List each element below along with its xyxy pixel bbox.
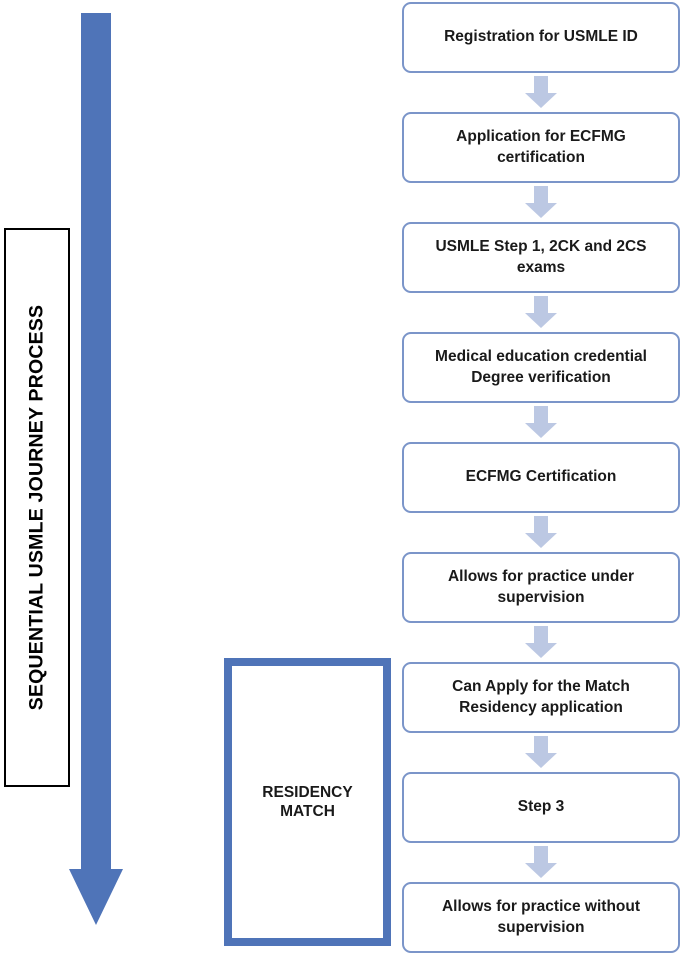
big-down-arrow-svg xyxy=(69,13,123,925)
connector-arrow-6 xyxy=(402,623,680,662)
down-arrow-icon xyxy=(525,736,557,768)
down-arrow-icon xyxy=(525,626,557,658)
down-arrow-icon xyxy=(525,296,557,328)
residency-match-box: RESIDENCY MATCH xyxy=(224,658,391,946)
down-arrow-icon xyxy=(525,186,557,218)
process-box-label: Registration for USMLE ID xyxy=(444,28,638,46)
process-box-label: Application for ECFMG certification xyxy=(456,128,626,166)
process-box-label: Allows for practice without supervision xyxy=(441,898,641,936)
process-box-label: ECFMG Certification xyxy=(465,468,617,486)
process-box-application-for-ecfmg-certification[interactable]: Application for ECFMG certification xyxy=(402,112,680,183)
process-box-registration-for-usmle-id[interactable]: Registration for USMLE ID xyxy=(402,2,680,73)
process-box-step-3[interactable]: Step 3 xyxy=(402,772,680,843)
connector-arrow-7 xyxy=(402,733,680,772)
flow-step-6: Allows for practice under supervision xyxy=(402,552,680,623)
down-arrow-icon xyxy=(525,76,557,108)
flow-step-2: Application for ECFMG certification xyxy=(402,112,680,183)
connector-arrow-4 xyxy=(402,403,680,442)
connector-arrow-8 xyxy=(402,843,680,882)
sequential-process-label-text: SEQUENTIAL USMLE JOURNEY PROCESS xyxy=(25,304,48,711)
residency-match-label: RESIDENCY MATCH xyxy=(262,783,352,822)
connector-arrow-2 xyxy=(402,183,680,222)
down-arrow-icon xyxy=(525,406,557,438)
process-direction-arrow-icon xyxy=(68,13,124,927)
process-box-usmle-step-1-2ck-2cs-exams[interactable]: USMLE Step 1, 2CK and 2CS exams xyxy=(402,222,680,293)
process-box-label: Medical education credential Degree veri… xyxy=(435,348,647,386)
connector-arrow-3 xyxy=(402,293,680,332)
process-box-can-apply-for-the-match-residency-application[interactable]: Can Apply for the Match Residency applic… xyxy=(402,662,680,733)
flow-step-8: Step 3 xyxy=(402,772,680,843)
process-box-label: Allows for practice under supervision xyxy=(447,568,635,606)
usmle-process-flow: Registration for USMLE ID Application fo… xyxy=(402,2,680,953)
flow-step-1: Registration for USMLE ID xyxy=(402,2,680,73)
down-arrow-icon xyxy=(525,516,557,548)
residency-match-line-2: MATCH xyxy=(280,803,335,820)
flow-step-4: Medical education credential Degree veri… xyxy=(402,332,680,403)
sequential-process-label-box: SEQUENTIAL USMLE JOURNEY PROCESS xyxy=(4,228,70,787)
process-box-medical-education-credential-degree-verification[interactable]: Medical education credential Degree veri… xyxy=(402,332,680,403)
flow-step-7: Can Apply for the Match Residency applic… xyxy=(402,662,680,733)
connector-arrow-5 xyxy=(402,513,680,552)
flow-step-3: USMLE Step 1, 2CK and 2CS exams xyxy=(402,222,680,293)
connector-arrow-1 xyxy=(402,73,680,112)
flow-step-5: ECFMG Certification xyxy=(402,442,680,513)
process-box-allows-for-practice-under-supervision[interactable]: Allows for practice under supervision xyxy=(402,552,680,623)
process-box-ecfmg-certification[interactable]: ECFMG Certification xyxy=(402,442,680,513)
process-box-allows-for-practice-without-supervision[interactable]: Allows for practice without supervision xyxy=(402,882,680,953)
process-box-label: USMLE Step 1, 2CK and 2CS exams xyxy=(435,238,647,276)
process-box-label: Step 3 xyxy=(517,798,565,816)
process-box-label: Can Apply for the Match Residency applic… xyxy=(452,678,630,716)
down-arrow-icon xyxy=(525,846,557,878)
flow-step-9: Allows for practice without supervision xyxy=(402,882,680,953)
residency-match-line-1: RESIDENCY xyxy=(262,783,353,801)
